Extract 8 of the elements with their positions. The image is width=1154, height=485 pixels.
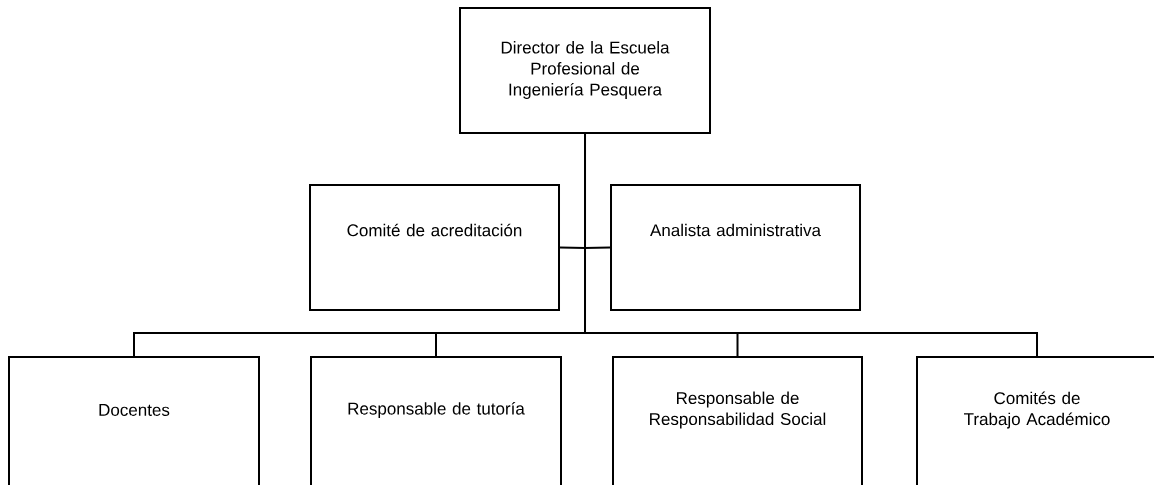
org-box: Director de la Escuela Profesional de Ingeniería Pesquera: [459, 7, 711, 134]
org-box: Analista administrativa: [610, 184, 861, 311]
org-box: Responsable de Responsabilidad Social: [612, 356, 863, 485]
org-box: Docentes: [8, 356, 260, 485]
connector-line: [584, 133, 1038, 357]
org-box: Responsable de tutoría: [310, 356, 562, 485]
org-box: Comité de acreditación: [309, 184, 560, 311]
org-box: Comités de Trabajo Académico: [916, 356, 1154, 485]
